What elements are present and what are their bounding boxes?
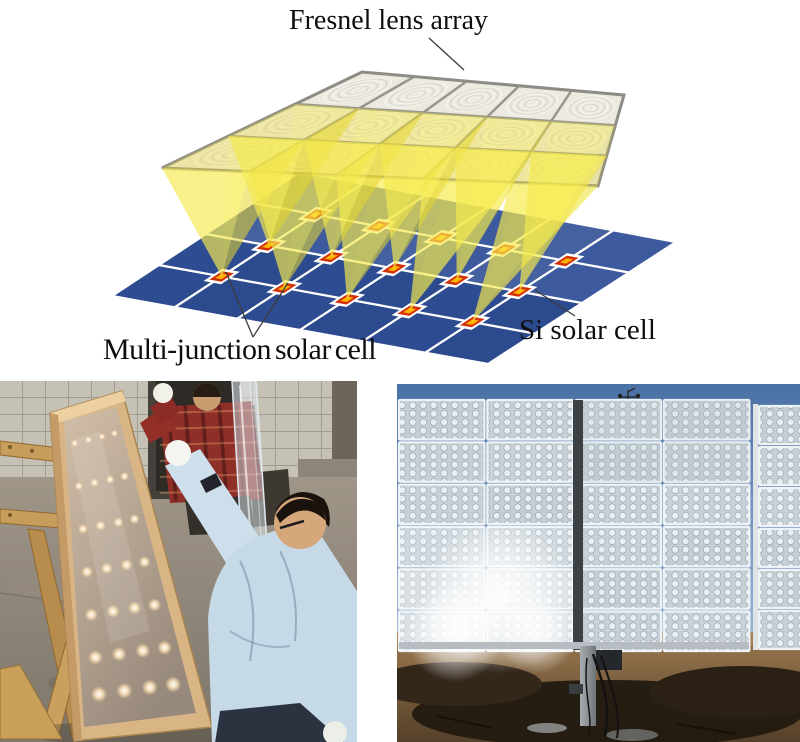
leader-lines [225, 37, 576, 338]
foreground-plank [0, 664, 63, 740]
jeans [215, 703, 344, 742]
focusing-board-panel [49, 390, 213, 742]
array-divider [753, 404, 758, 650]
photo-left-canvas [0, 381, 357, 742]
label-fresnel-lens-array: Fresnel lens array [289, 5, 489, 36]
photo-cpv-installation [397, 384, 800, 742]
plaid-raised-arm [150, 395, 180, 425]
cpv-schematic: Fresnel lens array Multi-junction solar … [103, 5, 676, 366]
sun-glare [405, 518, 577, 682]
cpv-array-right [757, 404, 800, 651]
tracker-structure [399, 400, 749, 739]
hair-back [193, 383, 221, 397]
raised-arm [165, 449, 262, 566]
photo-right-canvas [397, 384, 800, 742]
label-multi-junction-solar-cell: Multi-junction solar cell [103, 333, 377, 366]
glasses [279, 519, 305, 530]
jacket-body [208, 523, 357, 742]
white-glove-low [323, 721, 347, 742]
label-si-solar-cell: Si solar cell [519, 314, 656, 346]
watch [200, 473, 222, 493]
glove-back [153, 383, 173, 403]
schematic-canvas [112, 37, 676, 364]
white-glove [165, 440, 191, 466]
light-cones [162, 104, 616, 323]
hair-front-top [276, 498, 326, 523]
photo-lens-focus-test [0, 381, 357, 742]
worker-front-blue [165, 440, 357, 742]
